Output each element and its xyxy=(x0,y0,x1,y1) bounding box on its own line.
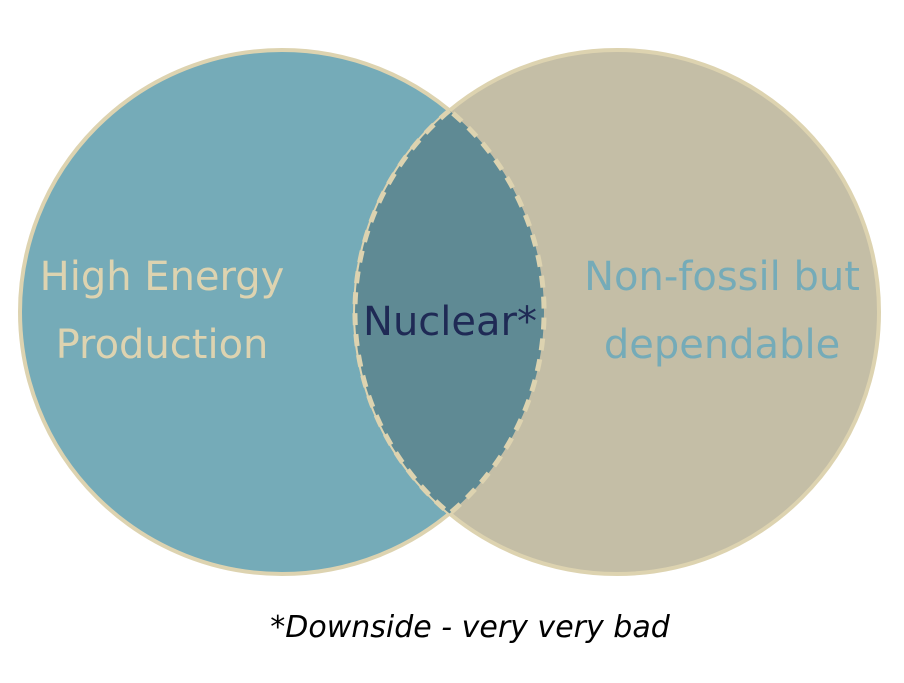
left-label-line1: High Energy xyxy=(40,254,285,300)
intersection-region xyxy=(355,50,544,574)
right-label-line1: Non-fossil but xyxy=(584,254,860,300)
intersection-outline xyxy=(352,107,547,517)
intersection-label: Nuclear* xyxy=(363,299,537,345)
footnote: *Downside - very very bad xyxy=(270,610,670,645)
left-label-line2: Production xyxy=(56,322,269,368)
right-label-line2: dependable xyxy=(604,322,840,368)
